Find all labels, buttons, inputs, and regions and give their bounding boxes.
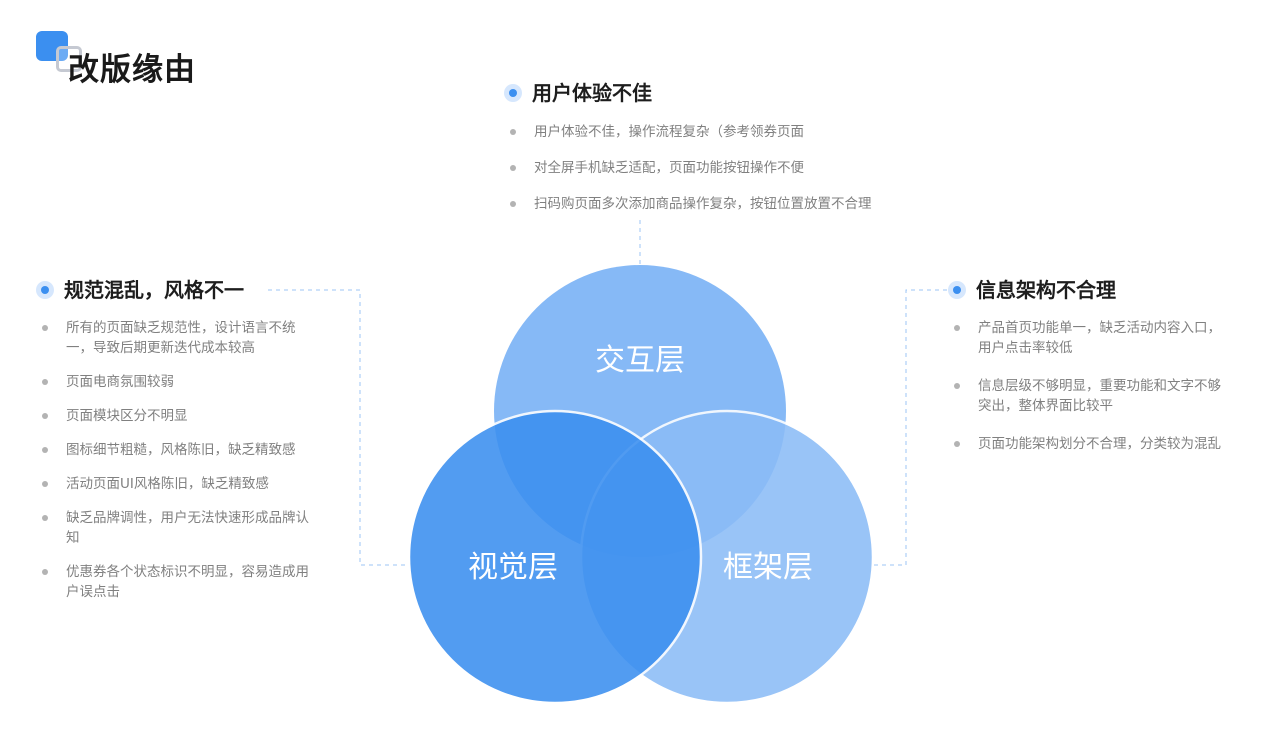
logo-gray-square — [56, 46, 82, 72]
section-items: 用户体验不佳，操作流程复杂（参考领券页面 对全屏手机缺乏适配，页面功能按钮操作不… — [504, 122, 924, 214]
section-title: 用户体验不佳 — [532, 81, 652, 105]
logo-icon — [36, 31, 82, 73]
list-item: 用户体验不佳，操作流程复杂（参考领券页面 — [504, 122, 924, 142]
list-item: 扫码购页面多次添加商品操作复杂，按钮位置放置不合理 — [504, 194, 924, 214]
list-item: 页面功能架构划分不合理，分类较为混乱 — [948, 434, 1228, 454]
bullet-icon — [954, 325, 960, 331]
bullet-icon — [42, 325, 48, 331]
list-item: 信息层级不够明显，重要功能和文字不够突出，整体界面比较平 — [948, 376, 1228, 416]
section-head: 信息架构不合理 — [948, 276, 1228, 304]
venn-circle-visual — [407, 409, 703, 705]
list-item: 活动页面UI风格陈旧，缺乏精致感 — [36, 474, 316, 494]
section-title: 信息架构不合理 — [976, 278, 1116, 302]
venn-label-framework: 框架层 — [723, 550, 813, 585]
bullet-icon — [510, 201, 516, 207]
section-marker-icon — [948, 281, 966, 299]
section-visual-standards: 规范混乱，风格不一 所有的页面缺乏规范性，设计语言不统一，导致后期更新迭代成本较… — [36, 276, 316, 616]
bullet-icon — [510, 129, 516, 135]
bullet-icon — [954, 383, 960, 389]
section-items: 产品首页功能单一，缺乏活动内容入口，用户点击率较低 信息层级不够明显，重要功能和… — [948, 318, 1228, 454]
bullet-icon — [42, 569, 48, 575]
list-item: 图标细节粗糙，风格陈旧，缺乏精致感 — [36, 440, 316, 460]
bullet-icon — [510, 165, 516, 171]
bullet-icon — [42, 447, 48, 453]
bullet-icon — [42, 413, 48, 419]
list-item: 对全屏手机缺乏适配，页面功能按钮操作不便 — [504, 158, 924, 178]
section-head: 用户体验不佳 — [504, 79, 924, 107]
list-item: 所有的页面缺乏规范性，设计语言不统一，导致后期更新迭代成本较高 — [36, 318, 316, 358]
section-user-experience: 用户体验不佳 用户体验不佳，操作流程复杂（参考领券页面 对全屏手机缺乏适配，页面… — [504, 79, 924, 230]
connector-right — [872, 289, 955, 566]
list-item: 页面模块区分不明显 — [36, 406, 316, 426]
venn-label-visual: 视觉层 — [468, 550, 558, 585]
bullet-icon — [42, 481, 48, 487]
bullet-icon — [42, 515, 48, 521]
venn-label-interaction: 交互层 — [595, 343, 685, 378]
section-marker-icon — [504, 84, 522, 102]
list-item: 页面电商氛围较弱 — [36, 372, 316, 392]
section-title: 规范混乱，风格不一 — [64, 278, 244, 302]
section-head: 规范混乱，风格不一 — [36, 276, 316, 304]
page-title: 改版缘由 — [68, 52, 196, 88]
bullet-icon — [42, 379, 48, 385]
section-marker-icon — [36, 281, 54, 299]
bullet-icon — [954, 441, 960, 447]
section-info-architecture: 信息架构不合理 产品首页功能单一，缺乏活动内容入口，用户点击率较低 信息层级不够… — [948, 276, 1228, 472]
section-items: 所有的页面缺乏规范性，设计语言不统一，导致后期更新迭代成本较高 页面电商氛围较弱… — [36, 318, 316, 602]
list-item: 产品首页功能单一，缺乏活动内容入口，用户点击率较低 — [948, 318, 1228, 358]
list-item: 缺乏品牌调性，用户无法快速形成品牌认知 — [36, 508, 316, 548]
list-item: 优惠券各个状态标识不明显，容易造成用户误点击 — [36, 562, 316, 602]
